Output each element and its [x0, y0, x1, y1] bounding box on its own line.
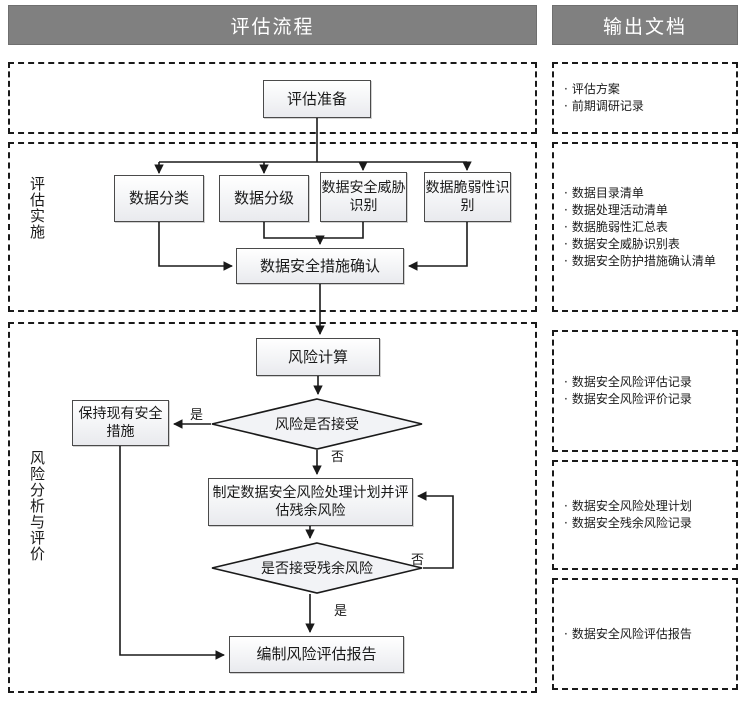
stage-label-implementation: 评估实施	[28, 176, 46, 240]
document-list-item: 数据脆弱性汇总表	[564, 219, 726, 236]
document-box-risk-assessment-records: 数据安全风险评估记录数据安全风险评价记录	[552, 330, 738, 452]
group-risk-analysis	[8, 322, 537, 693]
diamond-shape	[211, 542, 423, 594]
node-threat-identification[interactable]: 数据安全威胁识别	[320, 172, 407, 222]
document-box-preparation: 评估方案前期调研记录	[552, 62, 738, 134]
branch-label-no-residual: 否	[411, 553, 425, 568]
document-list-item: 数据安全风险评估报告	[564, 626, 726, 643]
decision-risk-accepted[interactable]: 风险是否接受	[211, 398, 423, 450]
node-preparation[interactable]: 评估准备	[263, 80, 371, 118]
decision-residual-risk-accepted[interactable]: 是否接受残余风险	[211, 542, 423, 594]
diamond-shape	[211, 398, 423, 450]
document-box-implementation: 数据目录清单数据处理活动清单数据脆弱性汇总表数据安全威胁识别表数据安全防护措施确…	[552, 142, 738, 312]
document-list-item: 数据安全防护措施确认清单	[564, 253, 726, 270]
document-list-item: 数据安全威胁识别表	[564, 236, 726, 253]
stage-label-risk-analysis: 风险分析与评价	[28, 450, 46, 562]
node-risk-assessment-report[interactable]: 编制风险评估报告	[229, 636, 404, 673]
document-list-item: 前期调研记录	[564, 98, 726, 115]
branch-label-yes-risk-accepted: 是	[190, 408, 204, 423]
node-data-classification[interactable]: 数据分类	[114, 175, 204, 222]
document-box-report: 数据安全风险评估报告	[552, 578, 738, 690]
document-list-item: 数据安全风险评价记录	[564, 391, 726, 408]
document-list-item: 数据安全风险处理计划	[564, 498, 726, 515]
group-implementation	[8, 142, 537, 312]
group-preparation	[8, 62, 537, 134]
document-list-item: 评估方案	[564, 81, 726, 98]
node-security-measure-confirmation[interactable]: 数据安全措施确认	[236, 248, 404, 284]
document-list-item: 数据目录清单	[564, 185, 726, 202]
document-list-item: 数据安全残余风险记录	[564, 515, 726, 532]
document-box-risk-treatment: 数据安全风险处理计划数据安全残余风险记录	[552, 460, 738, 570]
document-list-item: 数据安全风险评估记录	[564, 374, 726, 391]
node-keep-existing-measures[interactable]: 保持现有安全措施	[72, 400, 169, 446]
document-list-item: 数据处理活动清单	[564, 202, 726, 219]
node-data-grading[interactable]: 数据分级	[219, 175, 309, 222]
node-vulnerability-identification[interactable]: 数据脆弱性识别	[424, 172, 511, 222]
header-output-documents: 输出文档	[552, 5, 738, 45]
node-risk-calculation[interactable]: 风险计算	[256, 338, 380, 376]
branch-label-yes-residual: 是	[334, 604, 348, 619]
header-assessment-flow: 评估流程	[8, 5, 537, 45]
branch-label-no-risk-accepted: 否	[331, 450, 345, 465]
node-risk-treatment-plan[interactable]: 制定数据安全风险处理计划并评估残余风险	[208, 478, 413, 526]
